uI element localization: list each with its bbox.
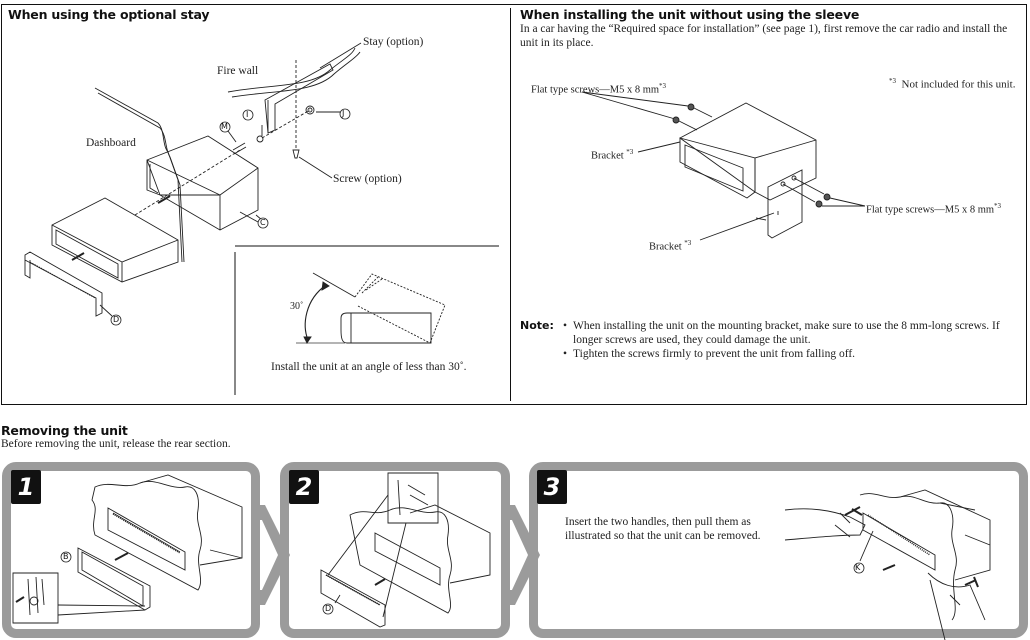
note-label: Note:	[520, 319, 554, 332]
unit-front	[862, 512, 936, 571]
angle-arc	[304, 284, 327, 341]
angle-reference-line	[312, 272, 356, 298]
angle-value: 30˚	[290, 301, 304, 312]
sup-mark: *3	[684, 239, 692, 247]
sup-mark: *3	[659, 82, 667, 90]
sleeve-c	[146, 135, 259, 231]
front-panel-b	[77, 547, 151, 611]
right-hand	[927, 572, 986, 640]
removing-title: Removing the unit	[1, 423, 128, 438]
stay-label: Stay (option)	[363, 36, 424, 48]
zoom-inset	[12, 572, 59, 624]
angle-caption: Install the unit at an angle of less tha…	[271, 361, 467, 373]
flat-screws-right-text: Flat type screws—M5 x 8 mm	[866, 204, 995, 216]
tilted-unit-outline	[354, 273, 446, 344]
car-unit	[51, 197, 179, 283]
bracket-label-bottom: Bracket *3	[649, 239, 691, 253]
callout-i: I	[246, 110, 249, 119]
note-item: When installing the unit on the mounting…	[563, 319, 1018, 347]
removing-subtitle: Before removing the unit, release the re…	[1, 438, 231, 450]
footnote-text: Not included for this unit.	[901, 78, 1016, 91]
flat-screws-label-right: Flat type screws—M5 x 8 mm*3	[866, 202, 1001, 216]
step-2-illustration	[320, 472, 491, 628]
note-item: Tighten the screws firmly to prevent the…	[563, 347, 1018, 361]
step-1-illustration	[12, 474, 243, 624]
callout-d-step2: D	[325, 604, 332, 613]
stay-bracket	[264, 63, 334, 134]
bracket-top-text: Bracket	[591, 150, 624, 162]
dashboard-label: Dashboard	[86, 137, 136, 149]
bracket-label-top: Bracket *3	[591, 148, 633, 162]
callout-d: D	[113, 315, 120, 324]
without-sleeve-title: When installing the unit without using t…	[520, 7, 860, 22]
without-sleeve-diagram	[581, 91, 866, 241]
sup-mark: *3	[994, 202, 1002, 210]
step-3-number: 3	[537, 470, 567, 504]
fire-wall-label: Fire wall	[217, 65, 259, 77]
bracket-bottom-text: Bracket	[649, 241, 682, 253]
optional-stay-diagram	[24, 42, 499, 395]
callout-m: M	[221, 122, 228, 131]
extraction-handle	[320, 569, 386, 628]
sup-mark: *3	[626, 148, 634, 156]
step-2-number: 2	[289, 470, 319, 504]
top-section-frame	[1, 4, 1027, 405]
fire-wall-shape	[227, 47, 356, 93]
flat-screws-label-left: Flat type screws—M5 x 8 mm*3	[531, 82, 666, 96]
step-connectors	[251, 505, 540, 605]
footnote: *3 Not included for this unit.	[889, 77, 1015, 91]
step-3-panel	[529, 462, 1028, 638]
step-1-panel	[2, 462, 260, 638]
flat-screws-left-text: Flat type screws—M5 x 8 mm	[531, 84, 660, 96]
callout-c: C	[260, 218, 266, 227]
chevron-arrow-2-3	[501, 505, 540, 605]
without-sleeve-intro: In a car having the “Required space for …	[520, 23, 1008, 49]
dashboard-shape	[94, 87, 183, 263]
faceplate-d	[24, 251, 103, 317]
dash-panel	[91, 481, 202, 591]
side-bracket	[767, 169, 803, 239]
step-1-number: 1	[11, 470, 41, 504]
callout-k: K	[855, 563, 861, 572]
callout-j: J	[342, 109, 345, 118]
step-3-text: Insert the two handles, then pull them a…	[565, 516, 761, 542]
footnote-mark: *3	[889, 77, 896, 85]
notes-list: When installing the unit on the mounting…	[563, 319, 1018, 361]
left-hand	[784, 508, 866, 541]
section-divider	[510, 8, 511, 401]
unit-box	[340, 312, 432, 344]
chevron-arrow-1-2	[251, 505, 290, 605]
optional-stay-title: When using the optional stay	[8, 7, 210, 22]
screw-label: Screw (option)	[333, 173, 402, 185]
step-3-illustration	[784, 489, 991, 640]
callout-b: B	[63, 552, 69, 561]
zoom-inset-2	[387, 472, 439, 524]
